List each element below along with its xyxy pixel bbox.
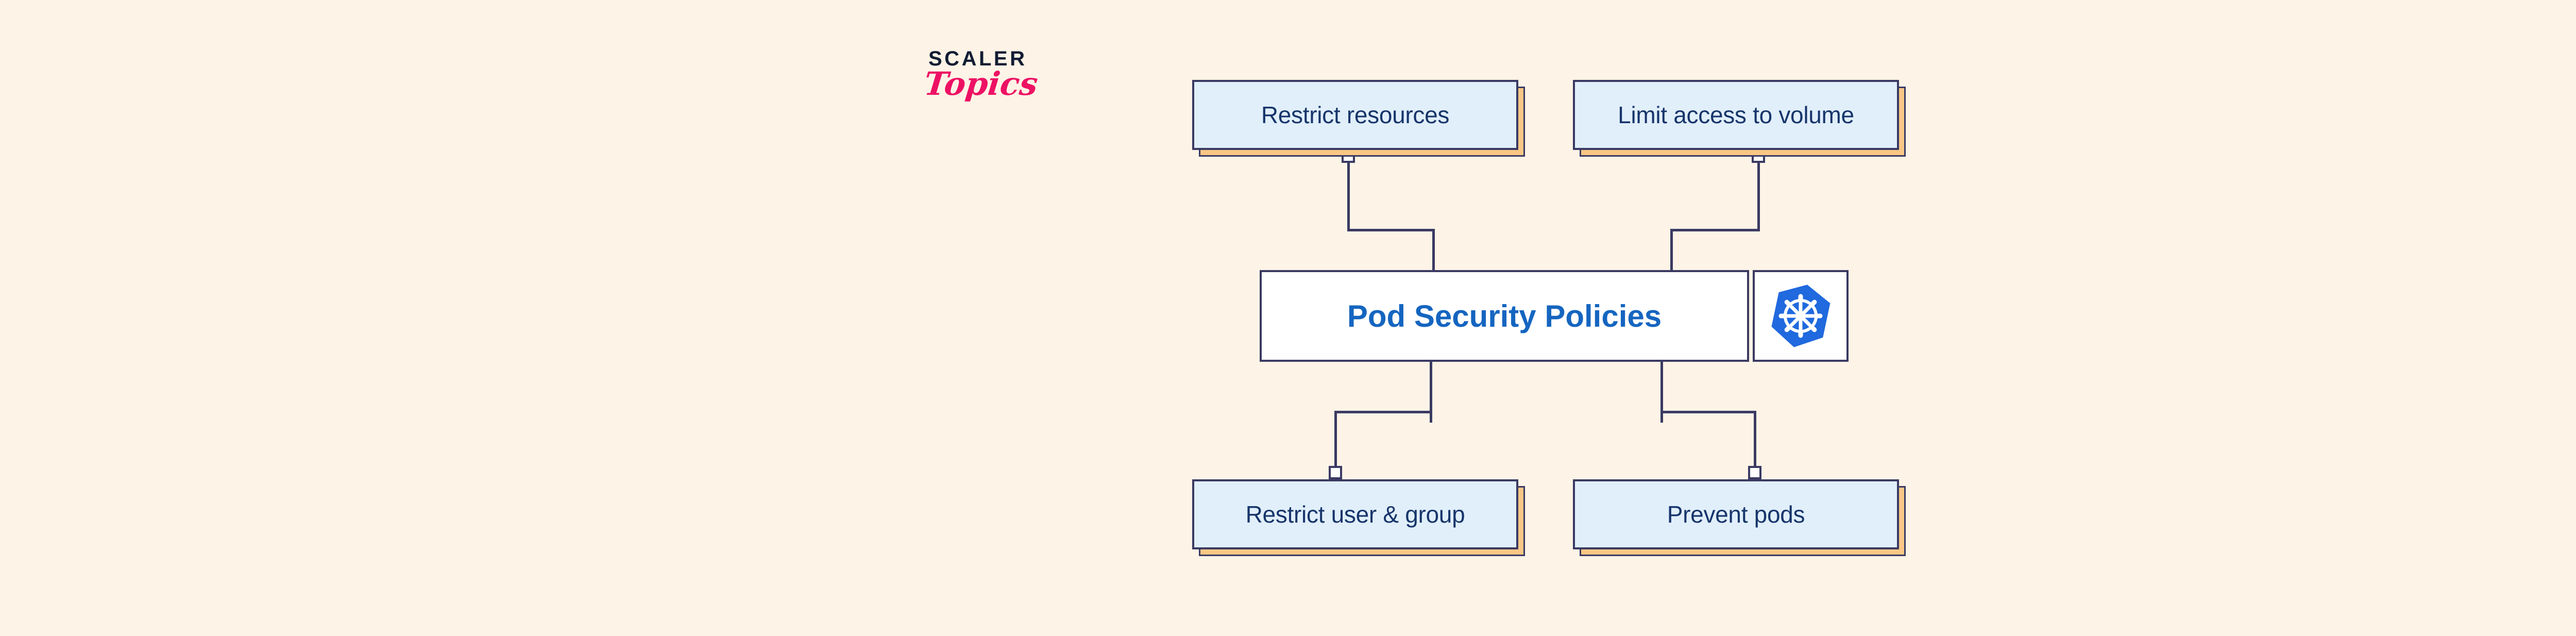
connector-segment-br-v1 <box>1660 361 1663 423</box>
node-label: Restrict user & group <box>1245 501 1465 528</box>
kubernetes-logo-tile[interactable] <box>1753 270 1849 362</box>
node-limit-access-to-volume[interactable]: Limit access to volume <box>1573 80 1906 157</box>
connector-segment-br-v2 <box>1754 411 1756 479</box>
node-restrict-user-and-group[interactable]: Restrict user & group <box>1192 479 1525 556</box>
node-restrict-resources[interactable]: Restrict resources <box>1192 80 1525 157</box>
connector-segment-bl-v2 <box>1334 411 1337 479</box>
connector-port-bottom-left <box>1329 466 1342 479</box>
node-face: Limit access to volume <box>1573 80 1899 150</box>
scaler-topics-logo: SCALER Topics <box>921 44 1040 132</box>
node-face: Restrict user & group <box>1192 479 1518 549</box>
node-face: Restrict resources <box>1192 80 1518 150</box>
node-label: Prevent pods <box>1667 501 1805 528</box>
connector-segment-bl-v1 <box>1430 361 1432 423</box>
node-face: Pod Security Policies <box>1260 270 1749 362</box>
connector-segment-tl-h <box>1347 229 1435 231</box>
scaler-wordmark: SCALER <box>928 47 1027 70</box>
connector-segment-tr-v2 <box>1670 229 1673 271</box>
connector-segment-tl-v1 <box>1347 163 1350 231</box>
connector-segment-bl-h <box>1334 411 1432 413</box>
connector-segment-tl-v2 <box>1432 229 1435 271</box>
node-face: Prevent pods <box>1573 479 1899 549</box>
connector-segment-tr-v1 <box>1757 163 1760 231</box>
node-label: Limit access to volume <box>1618 102 1854 128</box>
node-pod-security-policies[interactable]: Pod Security Policies <box>1260 270 1749 362</box>
connector-segment-tr-h <box>1670 229 1760 231</box>
logo-tile-face <box>1753 270 1849 362</box>
node-label: Restrict resources <box>1261 102 1450 128</box>
kubernetes-icon <box>1771 284 1831 347</box>
node-prevent-pods[interactable]: Prevent pods <box>1573 479 1906 556</box>
connector-port-bottom-right <box>1748 466 1761 479</box>
center-node-label: Pod Security Policies <box>1347 298 1662 333</box>
connector-segment-br-h <box>1660 411 1756 413</box>
topics-wordmark: Topics <box>922 65 1040 103</box>
